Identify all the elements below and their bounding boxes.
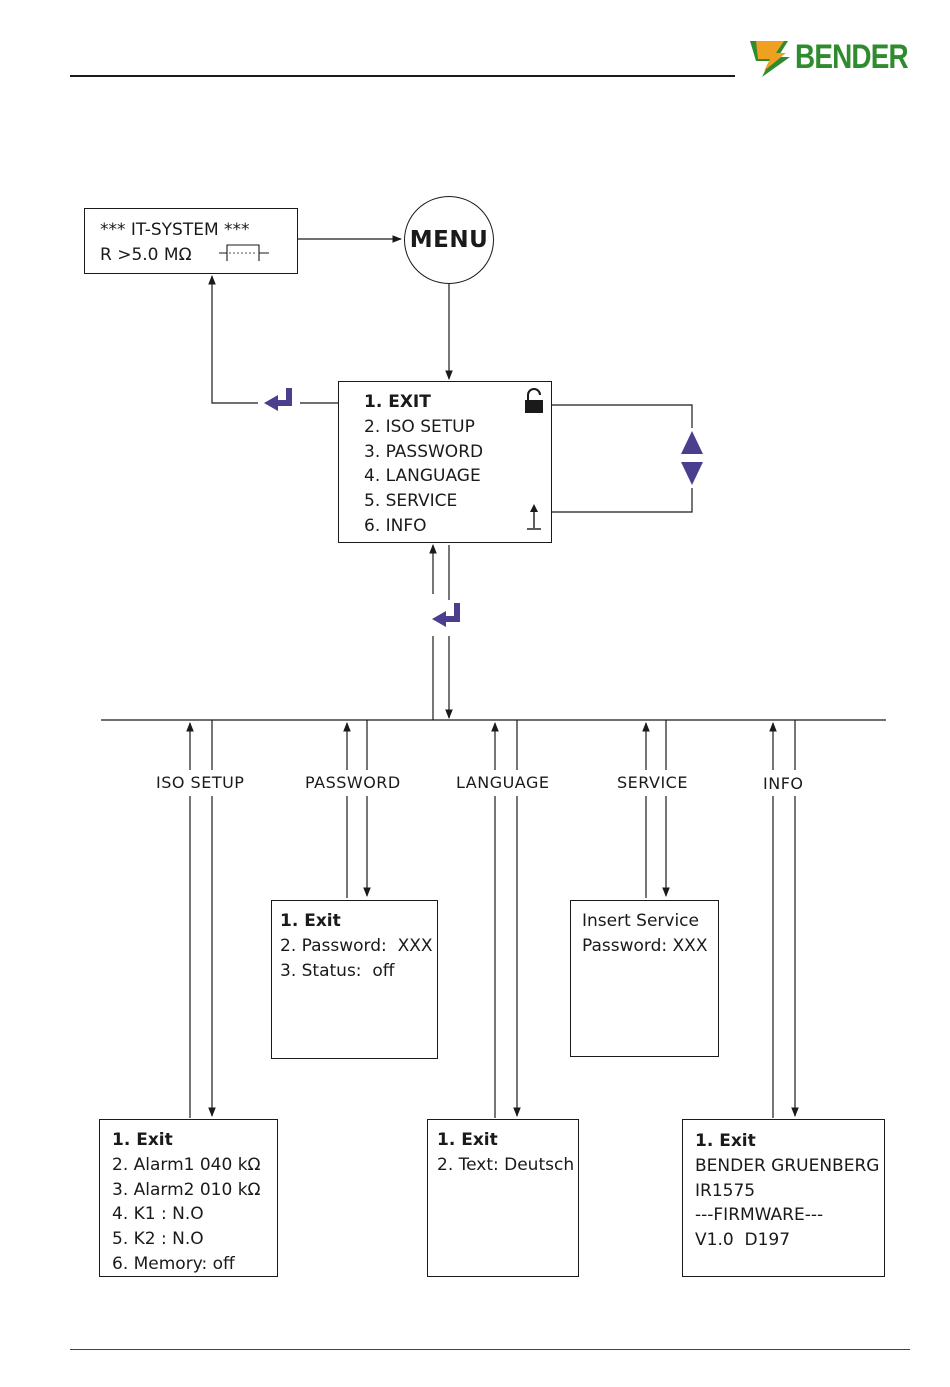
iso-setup-menu-item-k1[interactable]: 4. K1 : N.O (112, 1204, 204, 1225)
unlock-icon (525, 388, 543, 413)
bender-logo-text: BENDER (795, 38, 909, 76)
iso-setup-menu-item-k2[interactable]: 5. K2 : N.O (112, 1229, 204, 1250)
main-menu-item-iso-setup[interactable]: 2. ISO SETUP (364, 416, 475, 437)
down-triangle-icon[interactable] (680, 460, 704, 486)
branch-label-iso-setup: ISO SETUP (156, 773, 245, 792)
info-menu-line-firmware-heading: ---FIRMWARE--- (695, 1205, 824, 1226)
language-menu-item-exit[interactable]: 1. Exit (437, 1130, 498, 1150)
status-line-1: *** IT-SYSTEM *** (100, 220, 250, 240)
main-menu-item-language[interactable]: 4. LANGUAGE (364, 466, 481, 487)
password-menu: 1. Exit 2. Password: XXX 3. Status: off (271, 900, 438, 1059)
main-menu-item-info[interactable]: 6. INFO (364, 515, 427, 536)
password-menu-item-password[interactable]: 2. Password: XXX (280, 935, 433, 956)
bender-logo-icon (750, 41, 790, 77)
main-menu-item-password[interactable]: 3. PASSWORD (364, 441, 484, 462)
main-menu: 1. EXIT 2. ISO SETUP 3. PASSWORD 4. LANG… (338, 381, 552, 543)
info-menu-item-exit[interactable]: 1. Exit (695, 1131, 756, 1151)
info-menu-line-device: IR1575 (695, 1180, 756, 1201)
status-line-2: R >5.0 MΩ (100, 244, 192, 265)
service-menu-line-1: Insert Service (582, 911, 699, 931)
enter-key-icon[interactable] (430, 601, 468, 631)
branch-label-password: PASSWORD (305, 773, 401, 792)
footer-rule (70, 1349, 910, 1350)
service-menu: Insert Service Password: XXX (570, 900, 719, 1057)
pulse-symbol-icon (219, 244, 269, 261)
main-menu-item-exit[interactable]: 1. EXIT (364, 392, 431, 412)
language-menu: 1. Exit 2. Text: Deutsch (427, 1119, 579, 1277)
iso-setup-menu: 1. Exit 2. Alarm1 040 kΩ 3. Alarm2 010 k… (99, 1119, 278, 1277)
iso-setup-menu-item-memory[interactable]: 6. Memory: off (112, 1253, 235, 1274)
up-triangle-icon[interactable] (680, 430, 704, 456)
password-menu-item-status[interactable]: 3. Status: off (280, 960, 395, 981)
branch-label-info: INFO (763, 774, 804, 793)
status-display: *** IT-SYSTEM *** R >5.0 MΩ (84, 208, 298, 274)
info-menu-line-manufacturer: BENDER GRUENBERG (695, 1155, 880, 1176)
main-menu-item-service[interactable]: 5. SERVICE (364, 491, 458, 512)
language-menu-item-text[interactable]: 2. Text: Deutsch (437, 1154, 575, 1175)
iso-setup-menu-item-alarm2[interactable]: 3. Alarm2 010 kΩ (112, 1179, 261, 1200)
branch-label-service: SERVICE (617, 773, 688, 792)
iso-setup-menu-item-exit[interactable]: 1. Exit (112, 1130, 173, 1150)
header-rule (70, 75, 735, 77)
reset-icon (527, 504, 541, 530)
menu-button[interactable]: MENU (404, 196, 494, 284)
branch-label-language: LANGUAGE (456, 773, 550, 792)
password-menu-item-exit[interactable]: 1. Exit (280, 911, 341, 931)
info-menu: 1. Exit BENDER GRUENBERG IR1575 ---FIRMW… (682, 1119, 885, 1277)
info-menu-line-version: V1.0 D197 (695, 1230, 791, 1251)
iso-setup-menu-item-alarm1[interactable]: 2. Alarm1 040 kΩ (112, 1154, 261, 1175)
service-menu-line-2[interactable]: Password: XXX (582, 935, 708, 956)
enter-key-icon[interactable] (262, 386, 300, 414)
